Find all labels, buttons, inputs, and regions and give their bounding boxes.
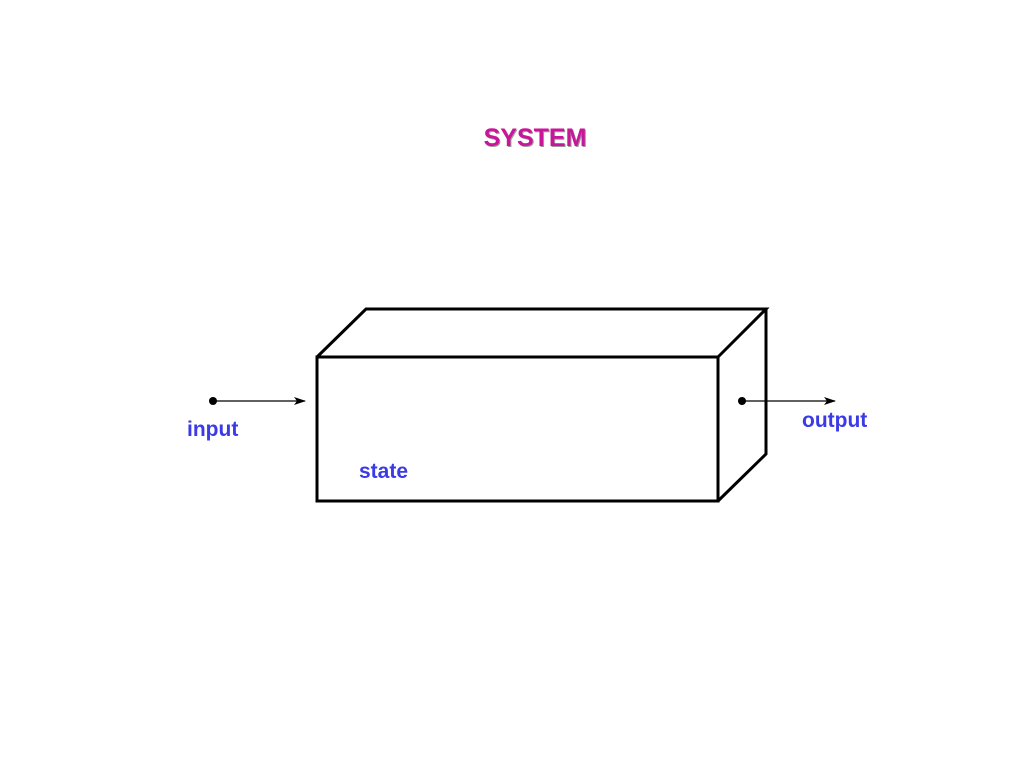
system-box <box>315 307 770 503</box>
output-label: output <box>802 409 868 432</box>
diagram-title: SYSTEM <box>483 124 587 152</box>
box-top-face <box>315 307 770 359</box>
input-arrow <box>209 397 306 405</box>
output-arrow <box>738 397 836 405</box>
state-label: state <box>359 460 409 483</box>
box-side-face <box>716 309 768 503</box>
box-front-face <box>315 355 720 503</box>
input-label: input <box>187 418 239 441</box>
